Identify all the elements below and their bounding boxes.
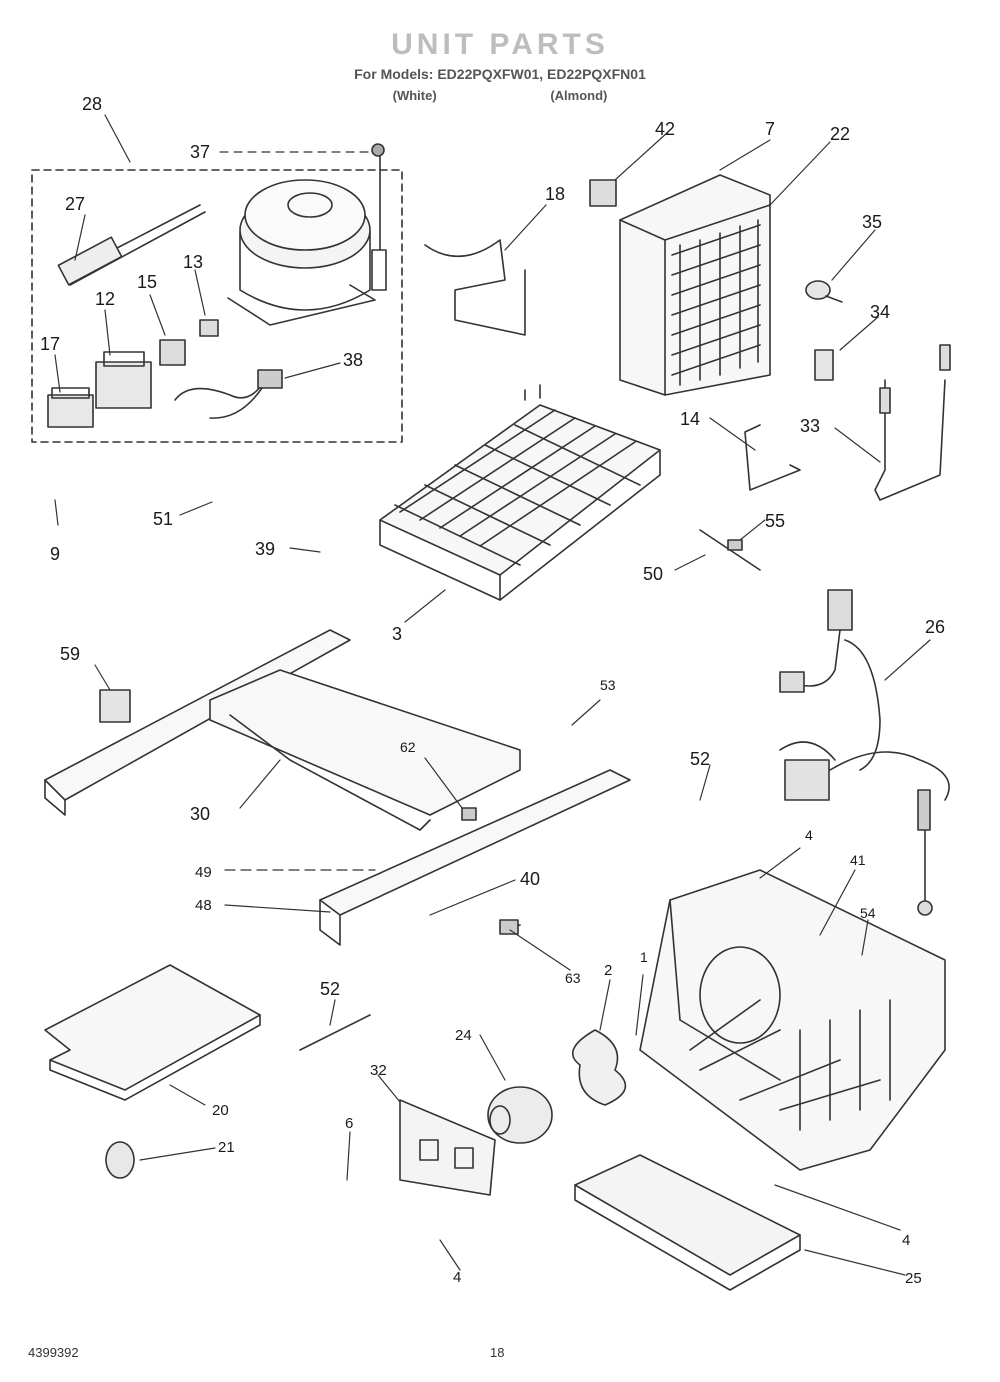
callout-21: 21 [218,1139,235,1156]
callout-34: 34 [870,302,890,322]
document-number: 4399392 [28,1345,79,1360]
callout-17: 17 [40,334,60,354]
callout-38: 38 [343,350,363,370]
callout-13: 13 [183,252,203,272]
callout-4-top: 4 [805,827,813,843]
evaporator-drawing [379,384,661,601]
callout-39: 39 [255,539,275,559]
fan-motor-drawing [399,1029,627,1196]
callout-32: 32 [370,1062,387,1079]
frame-rails-drawing [44,629,631,946]
color-white-label: (White) [392,88,437,103]
callout-62: 62 [400,739,416,755]
callout-2: 2 [604,962,612,979]
callout-54: 54 [860,905,876,921]
callout-30: 30 [190,804,210,824]
callout-52-lower: 52 [320,979,340,999]
callout-48: 48 [195,897,212,914]
callout-20: 20 [212,1102,229,1119]
callout-25: 25 [905,1270,922,1287]
page-number: 18 [490,1345,505,1360]
lower-left-parts [44,807,801,1291]
machine-compartment-base-drawing [639,869,946,1171]
callout-6: 6 [345,1115,353,1132]
compressor-drawing [227,143,387,326]
callout-22: 22 [830,124,850,144]
callout-3: 3 [392,624,402,644]
page-title: UNIT PARTS [391,28,609,61]
callout-53: 53 [600,677,616,693]
callout-14: 14 [680,409,700,429]
leader-lines [54,114,931,1276]
callout-26: 26 [925,617,945,637]
callout-50: 50 [643,564,663,584]
callout-labels: 28 37 27 13 15 12 17 38 42 7 22 18 35 34… [40,94,945,1287]
callout-4-right: 4 [902,1232,910,1249]
callout-1: 1 [640,949,648,965]
callout-51: 51 [153,509,173,529]
condenser-coil-drawing [589,174,771,396]
callout-4-bottom: 4 [453,1269,461,1286]
callout-55: 55 [765,511,785,531]
wiring-harness-drawing [779,589,950,916]
callout-35: 35 [862,212,882,232]
model-colors: (White) (Almond) [0,88,1000,103]
callout-41: 41 [850,852,866,868]
callout-52-upper: 52 [690,749,710,769]
tube-18-drawing [424,239,526,336]
callout-37: 37 [190,142,210,162]
callout-28: 28 [82,94,102,114]
callout-49: 49 [195,864,212,881]
callout-15: 15 [137,272,157,292]
callout-40: 40 [520,869,540,889]
compressor-group-outline [31,169,403,443]
callout-42: 42 [655,119,675,139]
overload-and-relay-parts [47,204,283,428]
callout-7: 7 [765,119,775,139]
color-almond-label: (Almond) [550,88,608,103]
callout-24: 24 [455,1027,472,1044]
callout-59: 59 [60,644,80,664]
callout-9: 9 [50,544,60,564]
callout-33: 33 [800,416,820,436]
callout-27: 27 [65,194,85,214]
right-side-small-parts [699,280,951,571]
callout-12: 12 [95,289,115,309]
callout-63: 63 [565,970,581,986]
models-line: For Models: ED22PQXFW01, ED22PQXFN01 [354,66,646,82]
callout-18: 18 [545,184,565,204]
